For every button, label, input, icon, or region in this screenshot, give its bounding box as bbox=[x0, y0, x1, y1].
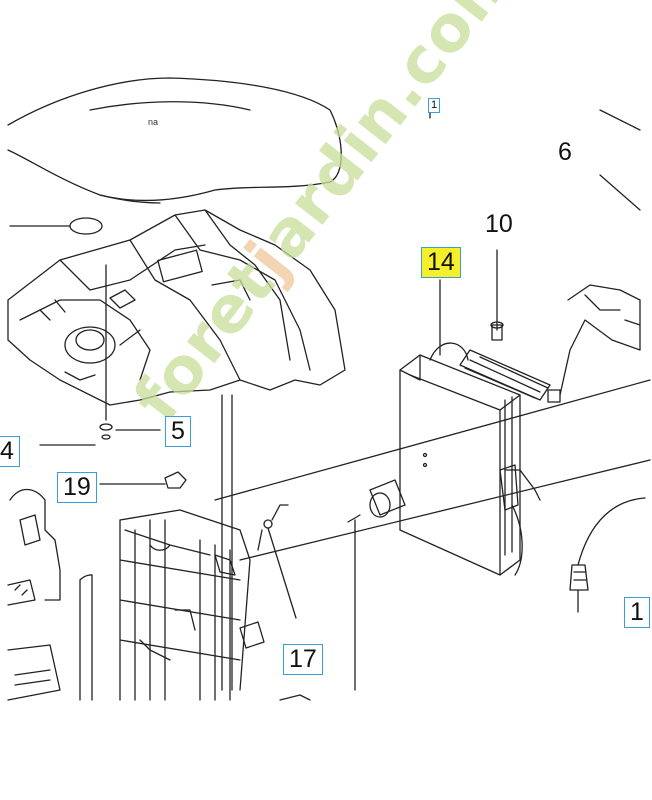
screw-10 bbox=[490, 249, 504, 341]
power-cable bbox=[569, 497, 646, 613]
callout-14[interactable]: 14 bbox=[421, 247, 461, 278]
callout-top-mark[interactable]: 1 bbox=[428, 98, 441, 113]
callout-10[interactable]: 10 bbox=[485, 210, 513, 238]
bracket-assembly bbox=[79, 471, 265, 701]
callout-5[interactable]: 5 bbox=[165, 416, 191, 447]
spring-17 bbox=[257, 504, 297, 619]
cover-logo: na bbox=[148, 117, 159, 127]
callout-19[interactable]: 19 bbox=[57, 472, 97, 503]
wire-harness bbox=[7, 488, 61, 606]
callout-6[interactable]: 6 bbox=[558, 138, 572, 166]
top-cover bbox=[7, 77, 342, 204]
callout-17[interactable]: 17 bbox=[283, 644, 323, 675]
callout-edge-left[interactable]: 4 bbox=[0, 436, 20, 467]
rails bbox=[214, 379, 651, 691]
right-housing bbox=[547, 109, 641, 403]
chassis-body bbox=[7, 209, 346, 406]
control-board bbox=[7, 644, 61, 701]
bolt-5 bbox=[39, 264, 161, 446]
round-plate bbox=[9, 217, 103, 235]
callout-edge-right[interactable]: 1 bbox=[624, 597, 650, 628]
charger-unit-14 bbox=[369, 279, 551, 576]
